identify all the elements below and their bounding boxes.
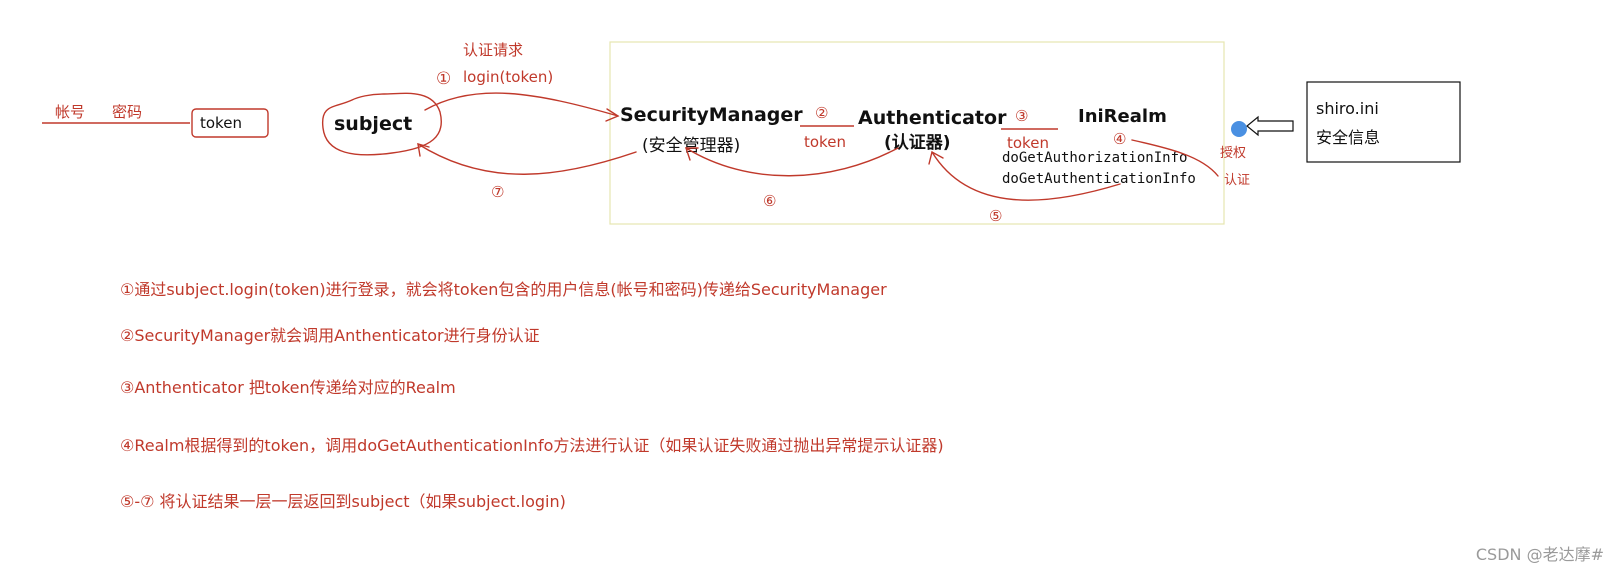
ini-arrow-icon xyxy=(1246,115,1294,137)
step-description-1: ①通过subject.login(token)进行登录，就会将token包含的用… xyxy=(120,280,887,299)
authenticator-cn: (认证器) xyxy=(884,132,951,153)
link-2-label: token xyxy=(804,133,846,151)
login-arrow xyxy=(424,92,619,117)
step-5: ⑤ xyxy=(989,207,1002,225)
shiro-ini-desc: 安全信息 xyxy=(1316,128,1380,147)
return-7-head xyxy=(417,143,430,157)
return-6-head xyxy=(685,147,699,161)
request-title: 认证请求 xyxy=(463,41,523,59)
link-2-step: ② xyxy=(815,104,828,122)
link-3-label: token xyxy=(1007,134,1049,152)
step-description-3: ③Anthenticator 把token传递给对应的Realm xyxy=(120,378,456,397)
return-5-curve xyxy=(931,151,1121,201)
return-6-curve xyxy=(685,147,899,177)
request-step: ① xyxy=(436,69,451,89)
return-7-curve xyxy=(417,143,637,175)
account-label: 帐号 xyxy=(55,103,85,121)
step-description-5: ⑤-⑦ 将认证结果一层一层返回到subject（如果subject.login) xyxy=(120,492,566,511)
step-6: ⑥ xyxy=(763,192,776,210)
token-box xyxy=(191,108,269,138)
subject-loop xyxy=(321,92,442,156)
realm-name: IniRealm xyxy=(1078,106,1167,127)
step-4-curve xyxy=(1131,139,1219,177)
authenticator-name: Authenticator xyxy=(858,107,1007,129)
step-7: ⑦ xyxy=(491,183,504,201)
step-description-4: ④Realm根据得到的token，调用doGetAuthenticationIn… xyxy=(120,436,944,455)
watermark: CSDN @老达摩# xyxy=(1475,545,1604,564)
step-description-2: ②SecurityManager就会调用Anthenticator进行身份认证 xyxy=(120,326,540,345)
login-arrowhead xyxy=(605,108,620,122)
step-4: ④ xyxy=(1113,130,1126,148)
shiro-ini-file: shiro.ini xyxy=(1316,99,1379,118)
return-5-head xyxy=(928,150,944,165)
realm-authn-label: 认证 xyxy=(1224,173,1250,188)
connector-dot xyxy=(1231,121,1247,137)
subject-label: subject xyxy=(334,113,412,135)
token-box-label: token xyxy=(200,114,242,132)
realm-authz-label: 授权 xyxy=(1220,145,1246,161)
realm-method-authz: doGetAuthorizationInfo xyxy=(1002,150,1187,166)
realm-method-authn: doGetAuthenticationInfo xyxy=(1002,171,1196,187)
link-3-step: ③ xyxy=(1015,107,1028,125)
security-manager-cn: (安全管理器) xyxy=(642,136,740,156)
security-manager-name: SecurityManager xyxy=(620,104,803,126)
shiro-ini-box xyxy=(1306,81,1461,163)
security-frame xyxy=(609,41,1225,225)
request-call: login(token) xyxy=(463,68,553,86)
password-label: 密码 xyxy=(112,103,142,121)
